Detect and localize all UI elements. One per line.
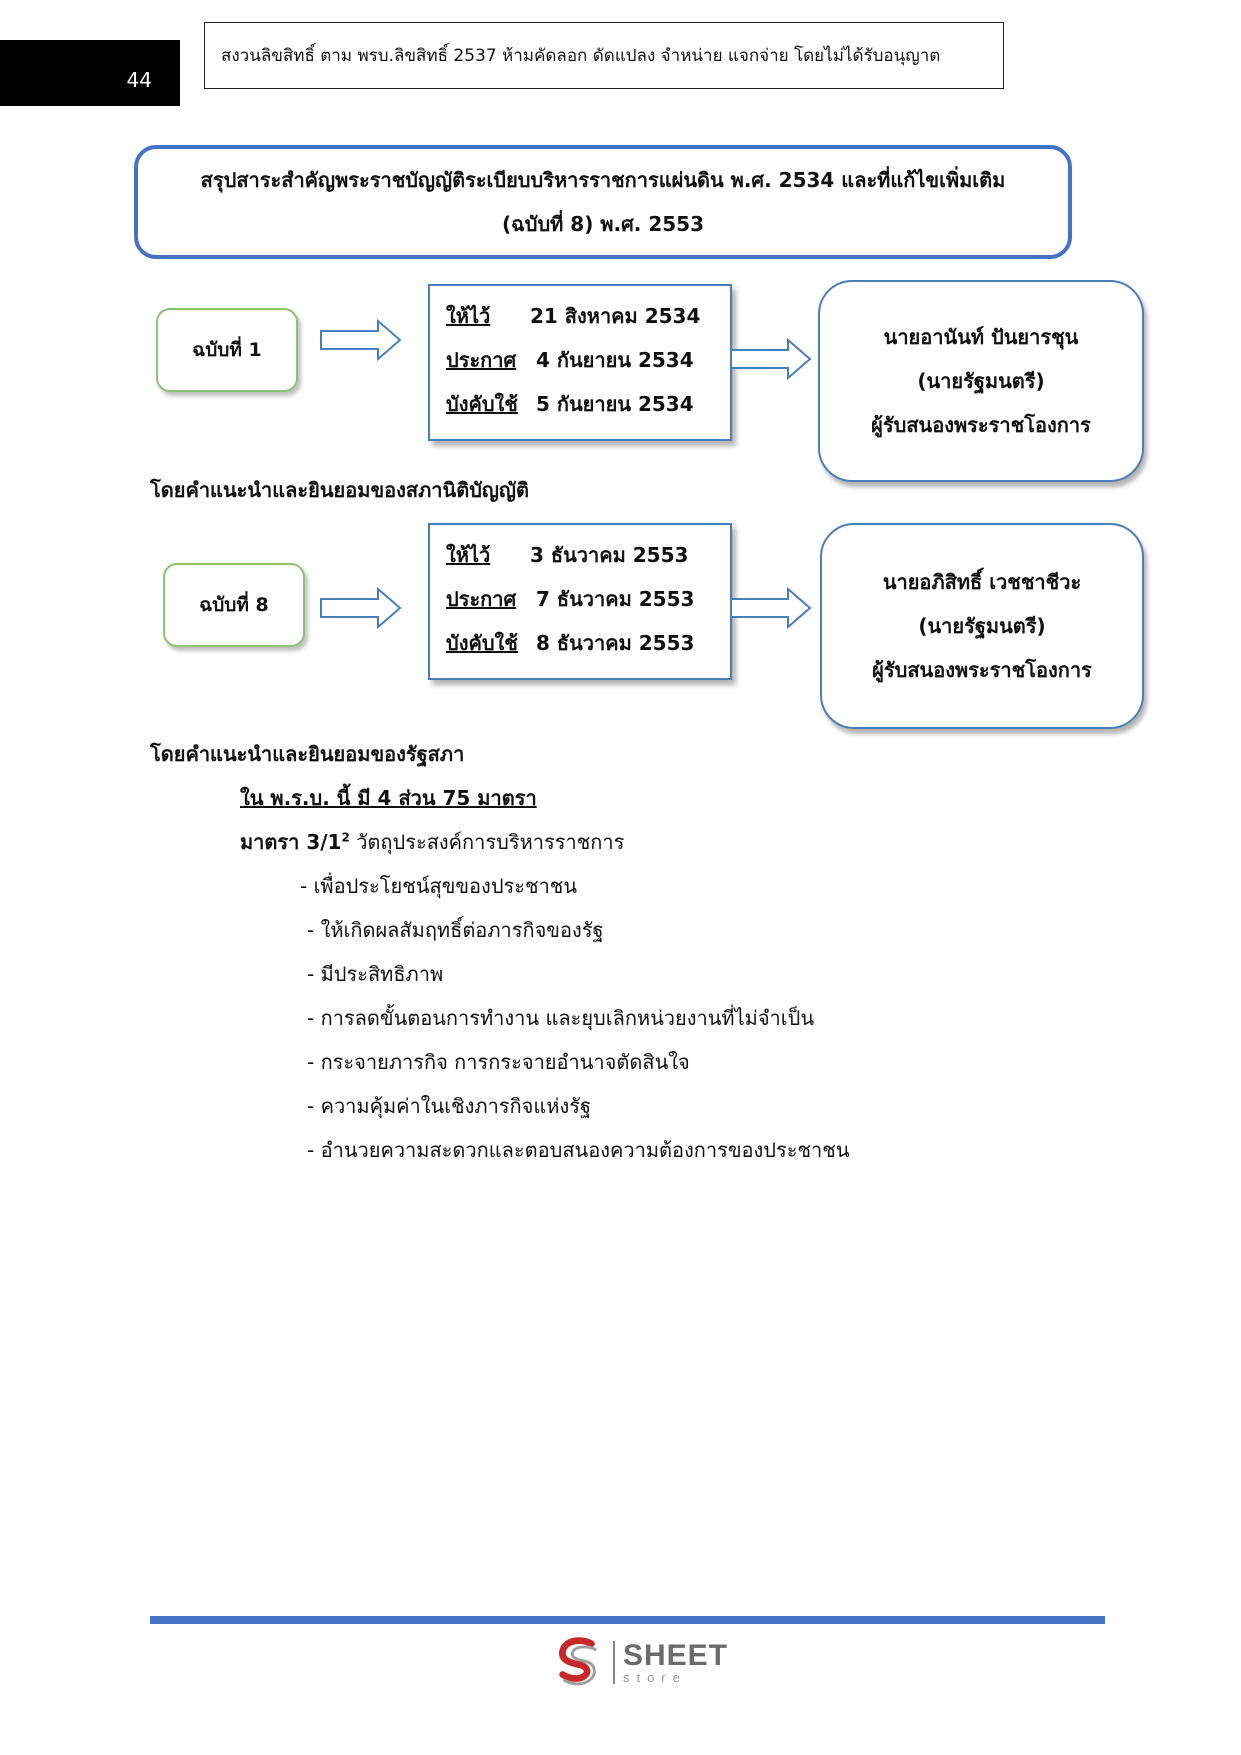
- date-value: 8 ธันวาคม 2553: [536, 631, 695, 655]
- date-value: 7 ธันวาคม 2553: [536, 587, 695, 611]
- logo-text: SHEET store: [612, 1638, 728, 1685]
- signatory-note: ผู้รับสนองพระราชโองการ: [872, 658, 1092, 682]
- objective-item: - กระจายภารกิจ การกระจายอำนาจตัดสินใจ: [307, 1050, 690, 1074]
- date-label: บังคับใช้: [446, 631, 518, 655]
- arrow-right-icon: [320, 319, 402, 361]
- logo-main-text: SHEET: [622, 1638, 728, 1672]
- date-value: 3 ธันวาคม 2553: [530, 543, 689, 567]
- signatory-role: (นายรัฐมนตรี): [918, 614, 1046, 638]
- title-line-2: (ฉบับที่ 8) พ.ศ. 2553: [501, 212, 705, 236]
- signatory-name: นายอภิสิทธิ์ เวชชาชีวะ: [882, 570, 1082, 594]
- logo-sub-text: store: [622, 1669, 687, 1685]
- edition-1-dates: ให้ไว้ 21 สิงหาคม 2534 ประกาศ 4 กันยายน 25…: [428, 284, 732, 441]
- section-3-1: มาตรา 3/12 วัตถุประสงค์การบริหารราชการ: [240, 826, 624, 858]
- objective-item: - เพื่อประโยชน์สุขของประชาชน: [300, 874, 578, 898]
- copyright-notice: สงวนลิขสิทธิ์ ตาม พรบ.ลิขสิทธิ์ 2537 ห้า…: [204, 22, 1004, 89]
- date-label: บังคับใช้: [446, 392, 518, 416]
- arrow-right-icon: [730, 587, 812, 629]
- footer-divider: [150, 1616, 1105, 1624]
- page-number: 44: [0, 40, 180, 106]
- edition-8-box: ฉบับที่ 8: [163, 563, 305, 647]
- act-structure: ใน พ.ร.บ. นี้ มี 4 ส่วน 75 มาตรา: [240, 786, 537, 810]
- date-row: บังคับใช้ 5 กันยายน 2534: [446, 382, 730, 426]
- edition-1-signatory: นายอานันท์ ปันยารชุน (นายรัฐมนตรี) ผู้รั…: [818, 280, 1144, 482]
- objective-item: - อำนวยความสะดวกและตอบสนองความต้องการของ…: [307, 1138, 850, 1162]
- edition-8-dates: ให้ไว้ 3 ธันวาคม 2553 ประกาศ 7 ธันวาคม 255…: [428, 523, 732, 680]
- objective-item: - มีประสิทธิภาพ: [307, 962, 444, 986]
- date-row: ประกาศ 7 ธันวาคม 2553: [446, 577, 730, 621]
- date-value: 5 กันยายน 2534: [536, 392, 694, 416]
- signatory-note: ผู้รับสนองพระราชโองการ: [871, 413, 1091, 437]
- date-label: ให้ไว้: [446, 543, 491, 567]
- signatory-name: นายอานันท์ ปันยารชุน: [883, 325, 1079, 349]
- edition-8-advice: โดยคำแนะนำและยินยอมของรัฐสภา: [150, 742, 465, 766]
- objective-item: - ความคุ้มค่าในเชิงภารกิจแห่งรัฐ: [307, 1094, 591, 1118]
- arrow-right-icon: [730, 338, 812, 380]
- date-value: 21 สิงหาคม 2534: [530, 304, 701, 328]
- date-label: ประกาศ: [446, 348, 517, 372]
- date-label: ประกาศ: [446, 587, 517, 611]
- section-text: วัตถุประสงค์การบริหารราชการ: [349, 830, 625, 854]
- date-label: ให้ไว้: [446, 304, 491, 328]
- summary-title-box: สรุปสาระสำคัญพระราชบัญญัติระเบียบบริหารร…: [134, 145, 1072, 259]
- objective-item: - ให้เกิดผลสัมฤทธิ์ต่อภารกิจของรัฐ: [307, 918, 604, 942]
- objective-item: - การลดขั้นตอนการทำงาน และยุบเลิกหน่วยงา…: [307, 1006, 814, 1030]
- arrow-right-icon: [320, 587, 402, 629]
- signatory-role: (นายรัฐมนตรี): [917, 369, 1045, 393]
- date-row: ให้ไว้ 3 ธันวาคม 2553: [446, 533, 730, 577]
- title-line-1: สรุปสาระสำคัญพระราชบัญญัติระเบียบบริหารร…: [200, 168, 1006, 192]
- footnote-marker: 2: [341, 830, 350, 845]
- date-row: บังคับใช้ 8 ธันวาคม 2553: [446, 621, 730, 665]
- section-label: มาตรา 3/1: [240, 830, 342, 854]
- date-row: ประกาศ 4 กันยายน 2534: [446, 338, 730, 382]
- edition-8-signatory: นายอภิสิทธิ์ เวชชาชีวะ (นายรัฐมนตรี) ผู้…: [820, 523, 1144, 729]
- sheet-store-s-logo-icon: [559, 1637, 597, 1686]
- sheet-store-logo: SHEET store: [553, 1634, 728, 1690]
- edition-1-advice: โดยคำแนะนำและยินยอมของสภานิติบัญญัติ: [150, 478, 529, 502]
- date-value: 4 กันยายน 2534: [536, 348, 694, 372]
- edition-1-box: ฉบับที่ 1: [156, 308, 298, 392]
- date-row: ให้ไว้ 21 สิงหาคม 2534: [446, 294, 730, 338]
